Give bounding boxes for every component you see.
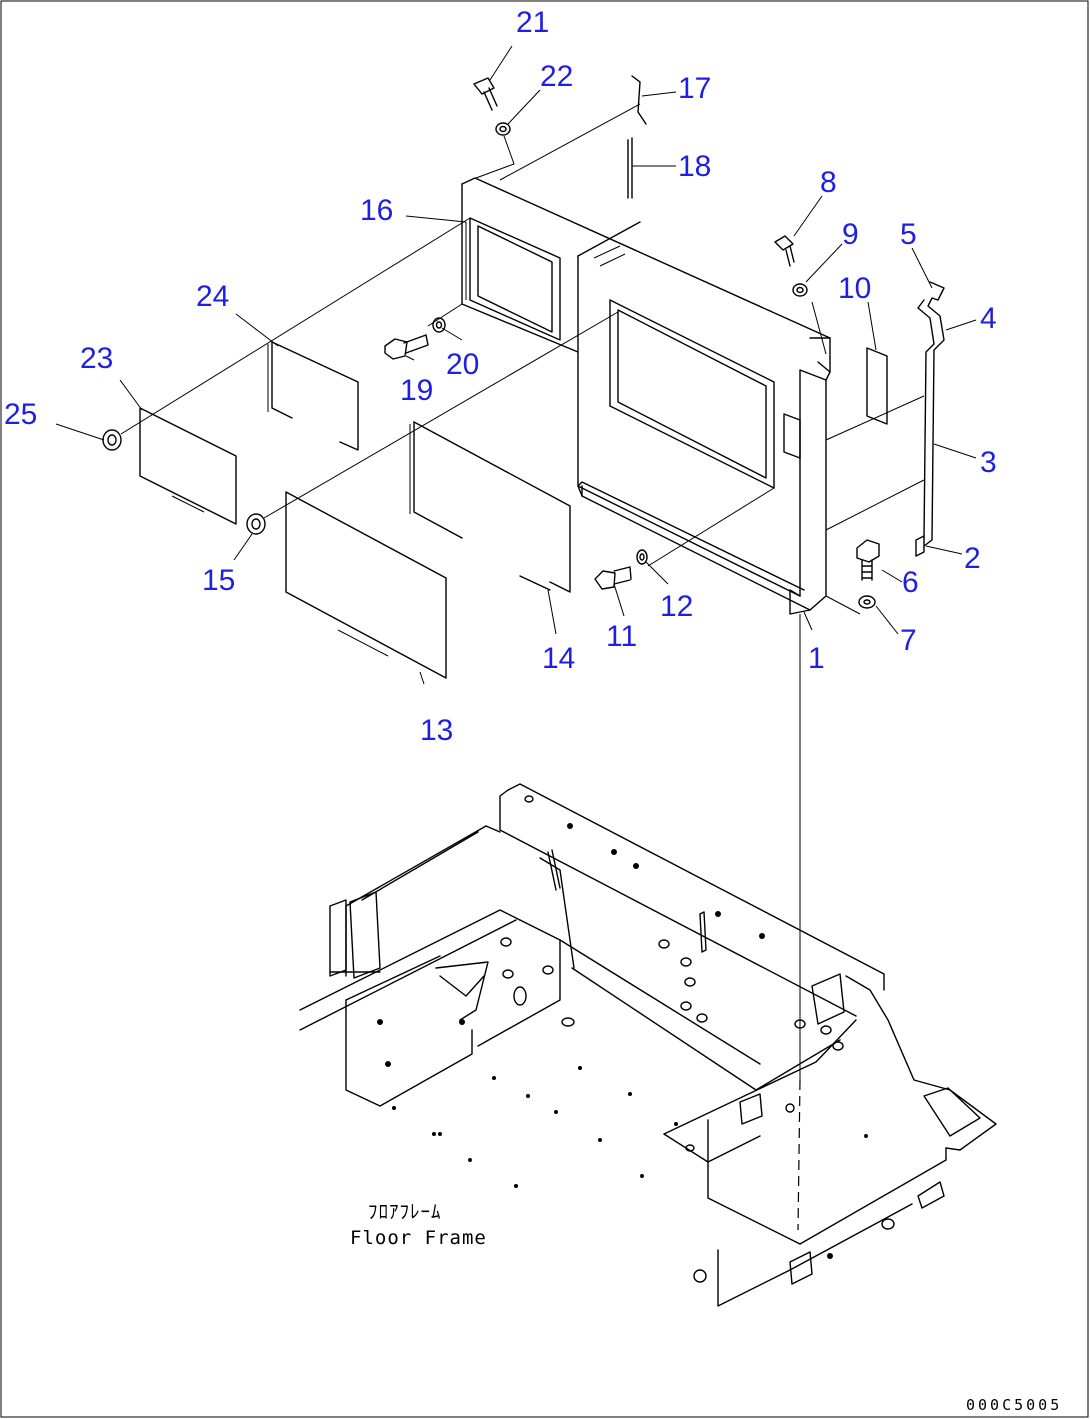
callout-14: 14 [542, 642, 575, 675]
plate-10 [866, 347, 888, 425]
callout-5: 5 [900, 218, 917, 251]
callout-4: 4 [980, 302, 997, 335]
callout-19: 19 [400, 374, 433, 407]
bolt-8 [774, 235, 795, 267]
main-panel-1 [461, 177, 831, 615]
drawing-code: 000C5005 [966, 1396, 1062, 1414]
callout-21: 21 [516, 6, 549, 39]
callout-20: 20 [446, 348, 479, 381]
cover-24 [267, 341, 359, 451]
cover-23 [139, 407, 237, 525]
bolt-6 [856, 539, 880, 581]
clip-25 [102, 429, 122, 451]
washer-7 [858, 595, 876, 609]
leader-lines [55, 45, 977, 685]
callout-11: 11 [606, 620, 637, 653]
callout-22: 22 [540, 60, 573, 93]
floor-frame-label-en: Floor Frame [350, 1227, 487, 1249]
callout-25: 25 [4, 398, 37, 431]
assembly-lines [120, 103, 925, 1231]
washer-22 [495, 122, 511, 136]
washer-20 [432, 317, 446, 333]
callout-23: 23 [80, 342, 113, 375]
callout-7: 7 [900, 624, 917, 657]
callout-15: 15 [202, 564, 235, 597]
cover-14 [409, 421, 571, 593]
callout-18: 18 [678, 150, 711, 183]
callout-6: 6 [902, 566, 919, 599]
washer-12 [636, 549, 648, 565]
callout-24: 24 [196, 280, 229, 313]
pin-17-18 [627, 75, 647, 199]
bolt-21 [473, 77, 498, 111]
cover-13 [285, 491, 447, 679]
callout-9: 9 [842, 218, 859, 251]
callout-1: 1 [808, 642, 825, 675]
bolt-19 [384, 334, 429, 360]
rod-3-4-5 [915, 281, 945, 557]
callout-17: 17 [678, 72, 711, 105]
bolt-11 [594, 566, 632, 590]
floor-frame [299, 783, 997, 1307]
callout-12: 12 [660, 590, 693, 623]
clip-15 [246, 513, 266, 535]
callout-numbers: 21 22 17 18 8 9 5 10 4 3 2 6 7 1 16 24 2… [4, 6, 997, 747]
callout-3: 3 [980, 446, 997, 479]
callout-13: 13 [420, 714, 453, 747]
callout-10: 10 [838, 272, 871, 305]
callout-16: 16 [360, 194, 393, 227]
callout-8: 8 [820, 166, 837, 199]
callout-2: 2 [964, 542, 981, 575]
washer-9 [792, 283, 808, 297]
floor-frame-label-jp: ﾌﾛｱﾌﾚｰﾑ [368, 1201, 442, 1223]
